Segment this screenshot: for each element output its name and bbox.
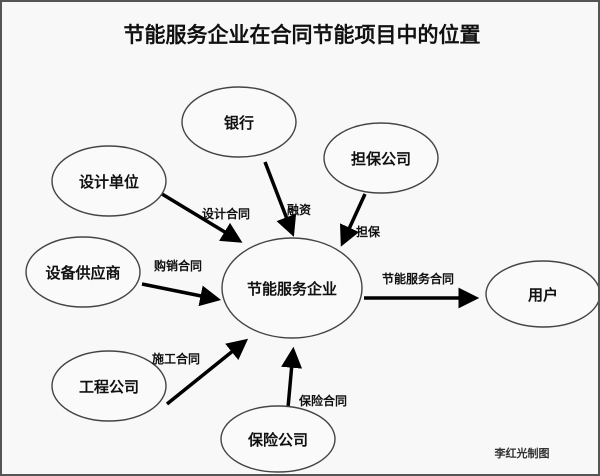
edge-user-label: 节能服务合同 bbox=[382, 271, 454, 286]
node-guarantor-label: 担保公司 bbox=[351, 150, 411, 168]
edge-insurance-label: 保险合同 bbox=[298, 393, 347, 408]
diagram-title: 节能服务企业在合同节能项目中的位置 bbox=[124, 22, 481, 47]
node-supplier-label: 设备供应商 bbox=[45, 264, 120, 282]
credit-text: 李红光制图 bbox=[494, 446, 550, 460]
node-center-shape bbox=[221, 237, 363, 339]
node-center-label: 节能服务企业 bbox=[247, 280, 337, 298]
edge-design-label: 设计合同 bbox=[202, 206, 250, 221]
node-engineering-label: 工程公司 bbox=[79, 378, 139, 396]
edge-bank-arrow bbox=[263, 161, 297, 237]
edge-supplier-arrow bbox=[141, 282, 222, 307]
node-design-label: 设计单位 bbox=[79, 173, 139, 191]
edge-supplier-label: 购销合同 bbox=[154, 258, 202, 273]
node-engineering-shape bbox=[51, 350, 167, 422]
edge-guarantor-arrow bbox=[340, 193, 367, 247]
edge-engineering-label: 施工合同 bbox=[152, 351, 200, 366]
edge-bank-label: 融资 bbox=[287, 202, 311, 217]
node-supplier-shape bbox=[25, 236, 141, 308]
node-insurance-label: 保险公司 bbox=[247, 431, 308, 449]
node-bank-label: 银行 bbox=[224, 114, 254, 132]
node-user-label: 用户 bbox=[528, 286, 558, 304]
node-design-shape bbox=[51, 145, 167, 217]
edge-engineering-arrow bbox=[165, 338, 249, 406]
node-user-shape bbox=[485, 260, 598, 328]
node-guarantor-shape bbox=[323, 122, 439, 194]
node-insurance-shape bbox=[220, 405, 336, 473]
edge-guarantor-label: 担保 bbox=[356, 224, 381, 239]
node-bank-shape bbox=[181, 86, 297, 158]
edge-design-arrow bbox=[161, 192, 243, 243]
